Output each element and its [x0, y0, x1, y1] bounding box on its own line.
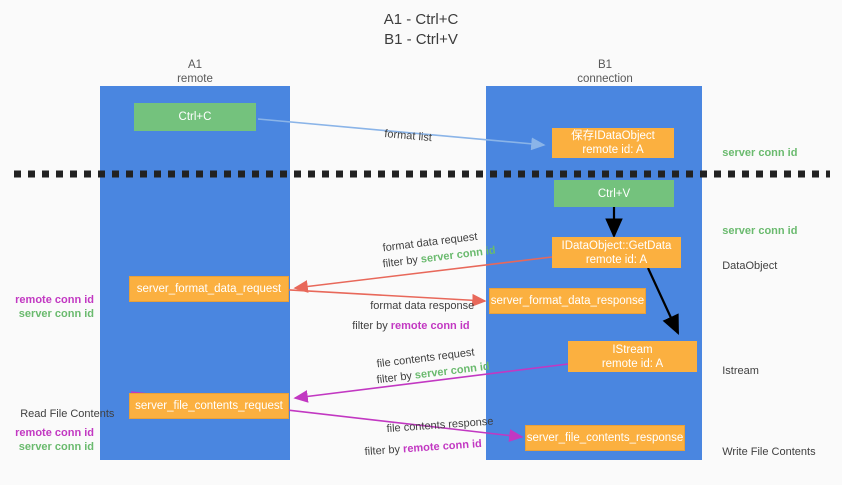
box-server-file-contents-response[interactable]: server_file_contents_response [525, 425, 685, 451]
annotation-left-remote-conn-id-1: remote conn id [0, 279, 94, 321]
column-header-b1-sub: connection [577, 73, 633, 85]
annotation-left-server-conn-id-2: server conn id [0, 426, 94, 468]
column-header-b1-name: B1 [597, 59, 613, 71]
edge-label-file-contents-response-filter: filter by remote conn id [351, 423, 483, 474]
annotation-left-server-conn-id-1-text: server conn id [18, 308, 94, 320]
page-title: A1 - Ctrl+C B1 - Ctrl+V [0, 10, 842, 50]
annotation-left-remote-conn-id-2-text: remote conn id [15, 427, 94, 439]
edge-label-format-list-text: format list [383, 128, 433, 145]
box-idataobject-sub: remote id: A [582, 144, 644, 156]
filter-prefix: filter by [375, 369, 416, 387]
box-server-format-data-response[interactable]: server_format_data_response [489, 288, 646, 314]
filter-prefix: filter by [364, 443, 404, 459]
box-istream-title: IStream [612, 343, 653, 356]
filter-value-remote-conn-id: remote conn id [390, 320, 470, 332]
filter-value-remote-conn-id: remote conn id [402, 437, 483, 456]
box-server-format-data-request-label: server_format_data_request [136, 283, 282, 295]
box-getdata-title: IDataObject::GetData [561, 239, 672, 252]
annotation-dataobject-text: DataObject [722, 260, 778, 272]
edge-label-format-list: format list [370, 112, 433, 159]
filter-prefix: filter by [352, 320, 391, 332]
annotation-read-file-contents-text: Read File Contents [20, 408, 115, 420]
annotation-server-conn-id-top: server conn id [710, 132, 797, 174]
filter-value-server-conn-id: server conn id [420, 244, 497, 266]
annotation-istream-text: Istream [722, 365, 759, 377]
annotation-read-file-contents: Read File Contents [8, 393, 114, 435]
box-server-file-contents-request[interactable]: server_file_contents_request [129, 393, 289, 419]
title-line-1: A1 - Ctrl+C [383, 11, 459, 28]
title-line-2: B1 - Ctrl+V [384, 31, 458, 48]
annotation-write-file-contents-text: Write File Contents [722, 446, 816, 458]
annotation-server-conn-id-mid: server conn id [710, 210, 797, 252]
column-header-a1: A1 remote [100, 58, 290, 86]
annotation-server-conn-id-mid-text: server conn id [722, 225, 798, 237]
box-ctrl-c[interactable]: Ctrl+C [134, 103, 256, 131]
box-server-file-contents-request-label: server_file_contents_request [135, 400, 283, 412]
box-idataobject-title: 保存IDataObject [571, 130, 655, 142]
box-idataobject-getdata[interactable]: IDataObject::GetData remote id: A [552, 237, 681, 268]
annotation-left-remote-conn-id-1-text: remote conn id [15, 294, 94, 306]
column-header-a1-name: A1 [187, 59, 203, 71]
column-header-a1-sub: remote [177, 73, 213, 85]
box-ctrl-c-label: Ctrl+C [178, 111, 212, 123]
box-server-format-data-response-label: server_format_data_response [490, 295, 645, 307]
annotation-dataobject: DataObject [710, 245, 777, 287]
annotation-left-server-conn-id-1: server conn id [0, 293, 94, 335]
filter-value-server-conn-id: server conn id [414, 360, 491, 382]
box-ctrl-v-label: Ctrl+V [597, 187, 631, 200]
annotation-server-conn-id-top-text: server conn id [722, 147, 798, 159]
annotation-left-server-conn-id-2-text: server conn id [18, 441, 94, 453]
box-server-file-contents-response-label: server_file_contents_response [526, 432, 684, 444]
box-istream-sub: remote id: A [601, 357, 664, 370]
edge-label-format-data-response-text: format data response [370, 300, 475, 312]
box-server-format-data-request[interactable]: server_format_data_request [129, 276, 289, 302]
box-ctrl-v[interactable]: Ctrl+V [554, 180, 674, 207]
edge-label-format-data-response-filter: filter by remote conn id [340, 305, 470, 347]
edge-label-format-data-response: format data response [358, 285, 474, 327]
annotation-write-file-contents: Write File Contents [710, 431, 816, 473]
filter-prefix: filter by [381, 253, 422, 271]
box-idataobject[interactable]: 保存IDataObject remote id: A [552, 128, 674, 158]
column-header-b1: B1 connection [510, 58, 700, 86]
annotation-left-remote-conn-id-2: remote conn id [0, 412, 94, 454]
box-getdata-sub: remote id: A [585, 253, 648, 266]
annotation-istream: Istream [710, 350, 759, 392]
box-istream[interactable]: IStream remote id: A [568, 341, 697, 372]
